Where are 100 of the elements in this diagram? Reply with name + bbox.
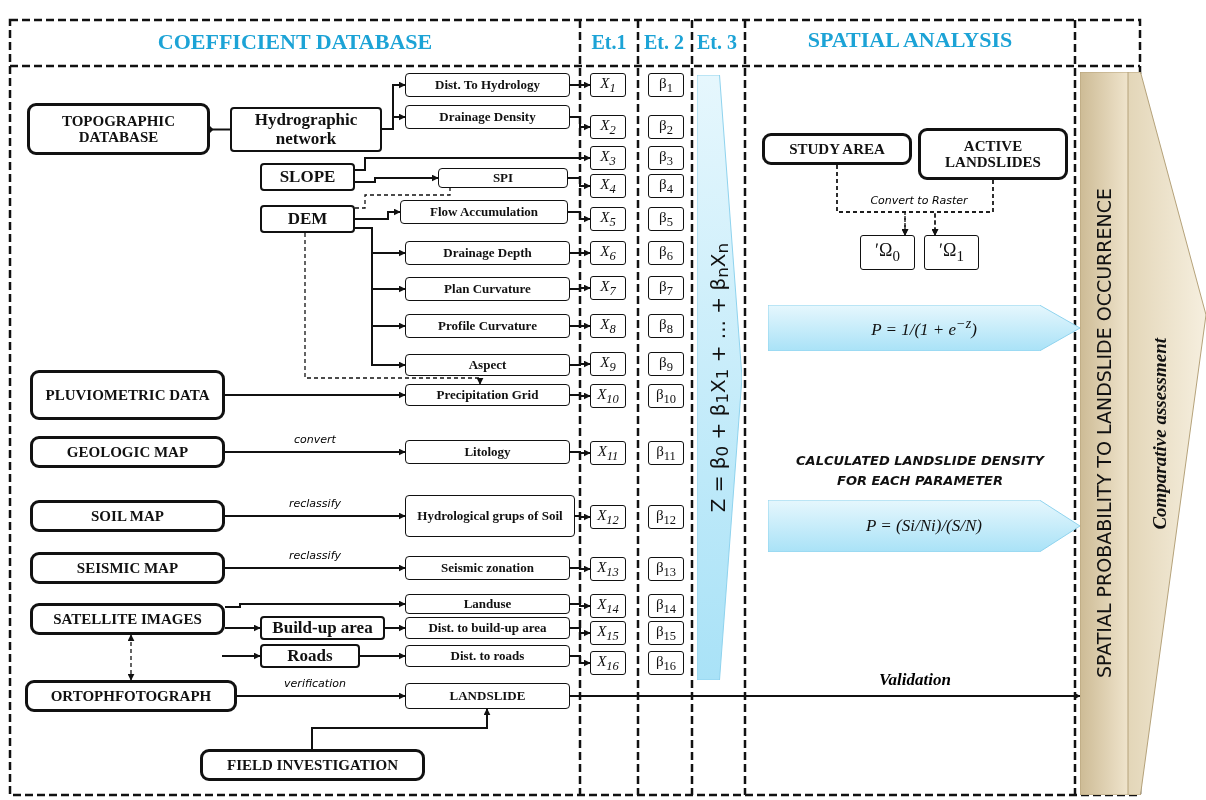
input-box: STUDY AREA [762,133,912,165]
arrow [354,227,406,369]
symbol-box: ʹΩ$_{0}$ [860,235,915,270]
coefficient-box: β$_{15}$ [648,621,684,645]
edge-label: reclassify [287,497,343,511]
layer-box: Litology [405,440,570,464]
coefficient-box: β$_{10}$ [648,384,684,408]
layer-box: Hydrological grups of Soil [405,495,575,537]
arrow [221,652,261,660]
variable-box: X$_{12}$ [590,505,626,529]
layer-box: Dist. to roads [405,645,570,667]
arrow [127,634,135,681]
coefficient-box: β$_{4}$ [648,174,684,198]
coefficient-box: β$_{12}$ [648,505,684,529]
arrow [224,564,406,572]
layer-box: Hydrographic network [230,107,382,152]
coefficient-box: β$_{7}$ [648,276,684,300]
layer-box: Roads [260,644,360,668]
layer-box: LANDSLIDE [405,683,570,709]
variable-box: X$_{10}$ [590,384,626,408]
arrow [569,602,591,610]
input-box: SOIL MAP [30,500,225,532]
variable-box: X$_{9}$ [590,352,626,376]
symbol-box: ʹΩ$_{1}$ [924,235,979,270]
arrow [569,81,591,89]
arrow [354,208,401,220]
arrow [567,211,591,223]
arrow [384,624,406,632]
layer-box: Aspect [405,354,570,376]
layer-box: Dist. to build-up area [405,617,570,639]
layer-box: Dist. To Hydrology [405,73,570,97]
arrow [569,360,591,368]
arrow [224,512,406,520]
variable-box: X$_{7}$ [590,276,626,300]
variable-box: X$_{8}$ [590,314,626,338]
arrow [569,692,1081,700]
coefficient-box: β$_{13}$ [648,557,684,581]
arrow [224,600,406,608]
layer-box: Precipitation Grid [405,384,570,406]
arrow [354,174,439,183]
layer-box: Profile Curvature [405,314,570,338]
variable-box: X$_{2}$ [590,115,626,139]
arrow [304,232,484,385]
column-header: Et. 2 [644,30,684,54]
arrow [354,154,591,171]
layer-box: Flow Accumulation [400,200,568,224]
arrow [931,179,994,236]
layer-box: Seismic zonation [405,556,570,580]
arrow [569,627,591,637]
layer-box: Plan Curvature [405,277,570,301]
coefficient-box: β$_{2}$ [648,115,684,139]
assessment-arrow: Comparative assessment [1128,72,1206,795]
variable-box: X$_{13}$ [590,557,626,581]
arrow [569,322,591,330]
arrow [569,249,591,257]
arrow [567,177,591,190]
input-box: SATELLITE IMAGES [30,603,225,635]
input-box: ORTOPHFOTOGRAPH [25,680,237,712]
coefficient-box: β$_{6}$ [648,241,684,265]
layer-box: Landuse [405,594,570,614]
layer-box: SLOPE [260,163,355,191]
formula-banner: P = (Si/Ni)/(S/N) [768,500,1080,552]
column-header: COEFFICIENT DATABASE [157,29,433,55]
coefficient-box: β$_{3}$ [648,146,684,170]
variable-box: X$_{15}$ [590,621,626,645]
variable-box: X$_{11}$ [590,441,626,465]
column-header: Et. 3 [697,30,737,54]
input-box: ACTIVE LANDSLIDES [918,128,1068,180]
arrow [569,284,591,292]
arrow [224,391,406,399]
column-header: SPATIAL ANALYSIS [807,27,1013,53]
variable-box: X$_{14}$ [590,594,626,618]
layer-box: SPI [438,168,568,188]
coefficient-box: β$_{14}$ [648,594,684,618]
arrow [574,513,591,521]
coefficient-box: β$_{8}$ [648,314,684,338]
arrow [569,392,591,400]
input-box: SEISMIC MAP [30,552,225,584]
note-text: CALCULATED LANDSLIDE DENSITY FOR EACH PARAMETER [795,451,1045,489]
arrow [311,708,491,750]
arrow [359,652,406,660]
variable-box: X$_{4}$ [590,174,626,198]
variable-box: X$_{6}$ [590,241,626,265]
layer-box: Drainage Depth [405,241,570,265]
layer-box: Build-up area [260,616,385,640]
layer-box: DEM [260,205,355,233]
variable-box: X$_{16}$ [590,651,626,675]
arrow [381,113,406,130]
variable-box: X$_{5}$ [590,207,626,231]
arrow [569,565,591,573]
arrow [224,624,261,632]
arrow [236,692,406,700]
arrow [569,449,591,457]
coefficient-box: β$_{9}$ [648,352,684,376]
coefficient-box: β$_{16}$ [648,651,684,675]
arrow [224,448,406,456]
column-header: Et.1 [591,30,627,54]
coefficient-box: β$_{5}$ [648,207,684,231]
coefficient-box: β$_{1}$ [648,73,684,97]
input-box: FIELD INVESTIGATION [200,749,425,781]
